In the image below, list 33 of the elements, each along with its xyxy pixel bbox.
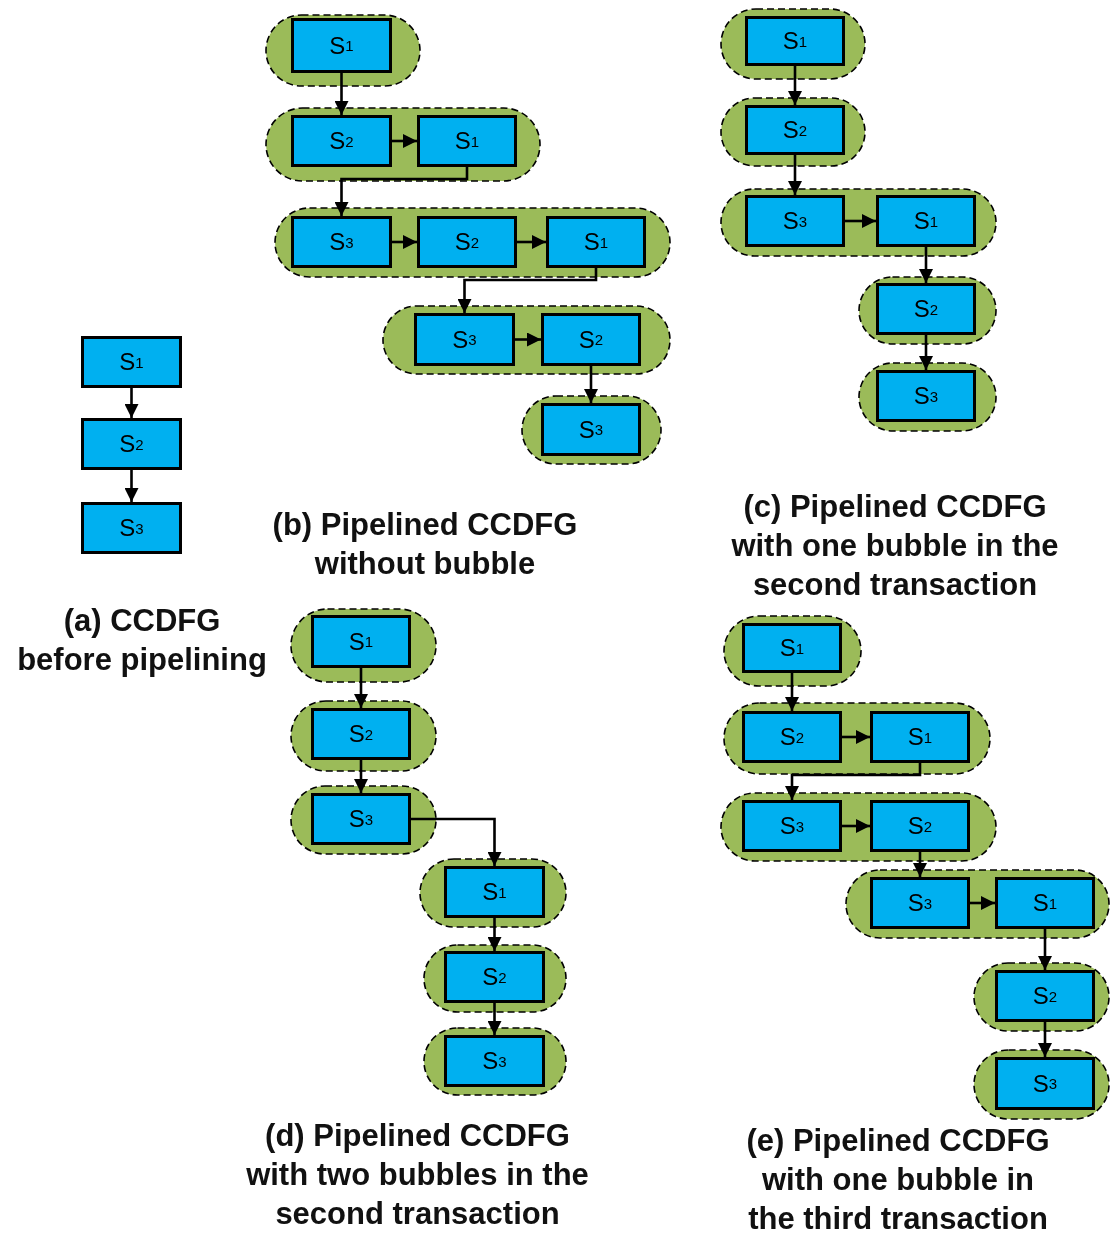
arrow — [1038, 929, 1052, 970]
arrow — [919, 247, 933, 283]
arrow — [842, 730, 870, 744]
figure-caption: (c) Pipelined CCDFG with one bubble in the second transaction — [730, 488, 1060, 604]
arrow — [788, 66, 802, 105]
figure-caption: (a) CCDFG before pipelining — [16, 602, 268, 679]
arrow — [517, 235, 546, 249]
arrow — [785, 763, 922, 800]
arrow — [842, 819, 870, 833]
arrow — [487, 918, 502, 951]
arrow — [970, 896, 995, 910]
arrow — [515, 332, 541, 347]
arrow — [354, 668, 368, 708]
arrow — [845, 214, 876, 228]
arrow — [411, 817, 502, 866]
figure-caption: (e) Pipelined CCDFG with one bubble in the third transaction — [745, 1122, 1051, 1233]
arrow — [487, 1003, 502, 1035]
arrow — [919, 335, 933, 370]
figure-caption: (d) Pipelined CCDFG with two bubbles in the second transaction — [245, 1117, 590, 1233]
figure-caption: (b) Pipelined CCDFG without bubble — [271, 506, 579, 583]
arrow — [124, 470, 139, 502]
arrow — [392, 235, 417, 249]
arrow — [913, 852, 927, 877]
arrow — [124, 388, 139, 418]
arrow — [334, 73, 349, 115]
arrow — [457, 268, 598, 313]
arrow — [1038, 1022, 1052, 1057]
arrow — [785, 673, 799, 711]
arrow — [334, 167, 469, 216]
arrow — [584, 366, 598, 403]
arrow — [788, 155, 802, 195]
arrow — [354, 760, 368, 793]
arrow — [392, 134, 417, 148]
